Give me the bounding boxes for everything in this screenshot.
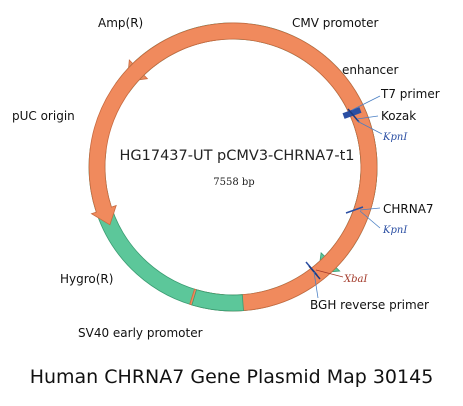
- label-kozak: Kozak: [381, 109, 416, 123]
- kpni-site-tick-2: [345, 206, 364, 214]
- label-enhancer: enhancer: [342, 63, 399, 77]
- label-t7-primer: T7 primer: [380, 87, 440, 101]
- label-bgh-reverse-primer: BGH reverse primer: [310, 298, 429, 312]
- leader-kpni-1: [356, 120, 383, 135]
- leader-t7-primer: [351, 95, 381, 111]
- leader-kozak: [356, 115, 379, 120]
- label-hygro-r: Hygro(R): [60, 272, 113, 286]
- plasmid-size: 7558 bp: [213, 177, 254, 188]
- map-caption: Human CHRNA7 Gene Plasmid Map 30145: [29, 366, 434, 388]
- label-amp-r: Amp(R): [98, 16, 143, 30]
- kpni-site-tick-1: [347, 108, 360, 123]
- hygro-r-arc[interactable]: [88, 22, 378, 312]
- label-kpni-1: KpnI: [382, 132, 408, 143]
- leader-kpni-2: [359, 210, 381, 229]
- leader-chrna7: [359, 207, 381, 211]
- bgh-primer-tick: [308, 265, 321, 280]
- sv40-early-promoter-arc[interactable]: [191, 289, 244, 312]
- label-xbai: XbaI: [343, 274, 368, 285]
- plasmid-name: HG17437-UT pCMV3-CHRNA7-t1: [119, 148, 354, 164]
- label-chrna7: CHRNA7: [383, 202, 434, 216]
- label-kpni-2: KpnI: [382, 225, 408, 236]
- label-cmv-promoter: CMV promoter: [292, 16, 379, 30]
- leader-bgh-primer: [313, 271, 319, 299]
- leader-xbai: [315, 269, 344, 278]
- label-sv40-early-promoter: SV40 early promoter: [78, 326, 203, 340]
- plasmid-map: Amp(R) CMV promoter enhancer T7 primer K…: [12, 16, 440, 340]
- label-puc-origin: pUC origin: [12, 109, 75, 123]
